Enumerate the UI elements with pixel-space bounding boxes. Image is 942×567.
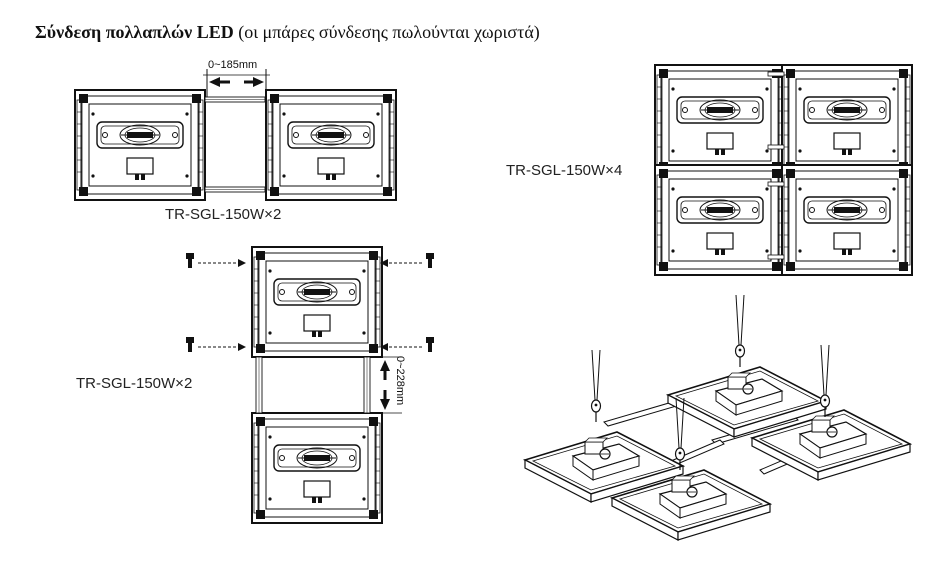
isometric-assembly-diagram [524, 294, 911, 541]
grid-four-diagram [654, 64, 913, 276]
title-bold: Σύνδεση πολλαπλών LED [35, 22, 234, 42]
vertical-pair-diagram: 0~228mm [186, 246, 434, 524]
horizontal-pair-diagram: 0~185mm [74, 59, 397, 201]
gap-label-vertical: 0~228mm [394, 356, 406, 405]
gap-label-horizontal: 0~185mm [208, 59, 257, 71]
label-grid-four: TR-SGL-150W×4 [506, 162, 623, 179]
title-rest: (οι μπάρες σύνδεσης πωλούνται χωριστά) [233, 22, 540, 42]
label-horizontal-pair: TR-SGL-150W×2 [165, 206, 282, 223]
label-vertical-pair: TR-SGL-150W×2 [76, 375, 193, 392]
page-title: Σύνδεση πολλαπλών LED (οι μπάρες σύνδεση… [35, 22, 540, 43]
